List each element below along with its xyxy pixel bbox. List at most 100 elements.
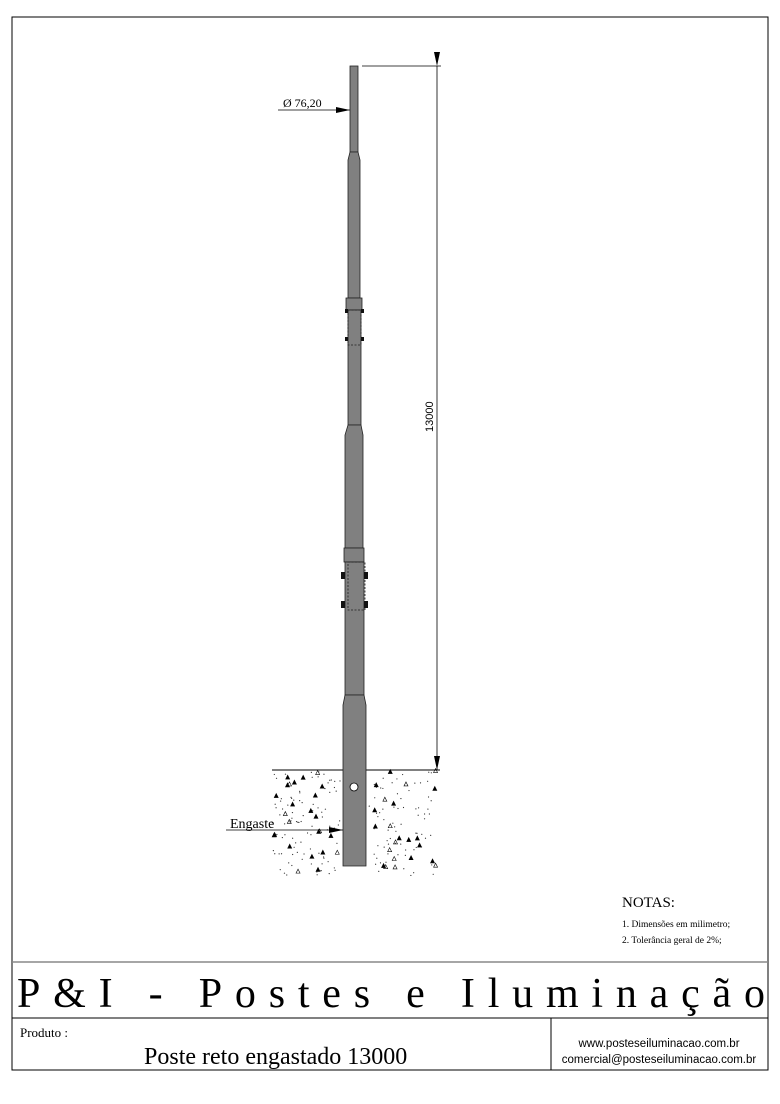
soil-speck [324,808,327,810]
soil-speck [308,807,314,813]
soil-speck [318,852,320,854]
soil-speck [280,853,283,855]
soil-speck [282,810,288,816]
soil-speck [272,831,278,837]
soil-speck [327,861,329,863]
diameter-label: Ø 76,20 [283,96,322,110]
soil-speck [287,781,292,787]
product-label: Produto : [20,1025,68,1040]
soil-speck [420,846,423,848]
soil-speck [416,832,418,834]
soil-speck [376,857,378,859]
soil-speck [397,807,399,810]
soil-speck [387,853,389,855]
soil-speck [382,808,384,810]
soil-speck [273,773,275,776]
soil-speck [392,864,398,870]
soil-speck [287,847,289,849]
soil-speck [300,820,302,823]
soil-speck [414,835,420,841]
soil-speck [380,787,382,789]
soil-speck [279,814,281,816]
email-link[interactable]: comercial@posteseiluminacao.com.br [562,1054,757,1066]
soil-speck [283,872,286,874]
soil-speck [393,806,395,808]
soil-speck [375,863,377,865]
soil-speck [329,791,331,793]
soil-speck [377,845,379,847]
soil-speck [432,873,434,875]
soil-speck [290,796,292,798]
soil-speck [383,819,385,821]
soil-speck [284,773,287,775]
soil-speck [275,777,278,779]
soil-speck [413,849,415,851]
soil-speck [413,872,415,874]
soil-speck [415,832,417,834]
soil-speck [323,857,325,859]
soil-speck [316,874,318,876]
soil-speck [312,810,314,812]
soil-speck [406,836,412,842]
soil-speck [333,786,336,789]
soil-speck [310,834,312,836]
soil-speck [303,853,305,855]
soil-hatch [271,767,439,877]
soil-speck [312,792,318,798]
website-link[interactable]: www.posteseiluminacao.com.br [577,1038,739,1050]
soil-speck [299,792,301,794]
soil-speck [321,863,323,865]
soil-speck [278,853,280,855]
soil-speck [315,866,321,872]
soil-speck [316,871,318,873]
soil-speck [309,848,312,850]
soil-speck [287,843,293,849]
soil-speck [430,834,432,836]
soil-speck [337,824,339,826]
soil-speck [427,808,429,810]
soil-speck [284,834,286,836]
soil-speck [300,841,302,843]
soil-speck [373,783,375,786]
soil-speck [391,800,397,806]
soil-speck [421,833,423,835]
soil-speck [408,855,414,860]
soil-speck [309,853,315,859]
pole [341,65,368,867]
soil-speck [387,768,393,774]
soil-speck [333,867,335,869]
soil-speck [295,842,297,844]
soil-speck [373,782,379,788]
soil-speck [373,828,375,830]
soil-speck [379,862,382,864]
soil-speck [334,869,336,871]
soil-speck [430,858,436,864]
soil-speck [311,825,313,827]
soil-speck [396,835,402,841]
soil-speck [323,773,325,775]
soil-speck [299,800,301,802]
soil-speck [279,800,282,802]
soil-speck [291,797,293,799]
height-dimension-text: 13000 [424,401,436,432]
soil-speck [292,837,294,839]
soil-speck [281,836,283,839]
soil-speck [383,846,385,848]
soil-speck [279,869,281,871]
soil-speck [389,837,391,840]
soil-speck [423,813,426,815]
soil-speck [286,818,292,824]
soil-speck [272,850,274,852]
soil-speck [322,856,325,858]
soil-speck [291,779,297,785]
soil-speck [414,782,416,784]
soil-speck [386,840,388,842]
soil-speck [321,811,323,813]
soil-speck [431,864,433,866]
soil-speck [394,826,396,828]
soil-speck [387,846,393,852]
soil-speck [271,822,273,824]
soil-speck [417,814,419,816]
soil-speck [382,796,388,802]
soil-speck [378,870,380,872]
